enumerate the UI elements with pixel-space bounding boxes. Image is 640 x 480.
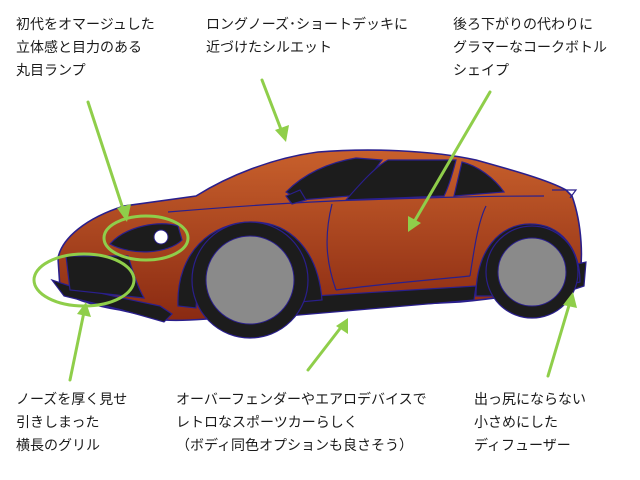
annotation-diffuser: 出っ尻にならない 小さめにした ディフューザー — [474, 392, 586, 454]
side-window — [344, 159, 457, 201]
diffuser-arrowhead — [563, 292, 577, 308]
silhouette-arrowhead — [275, 125, 289, 142]
diffuser-arrow-line — [546, 300, 572, 378]
fender-arrow-line — [306, 324, 344, 372]
annotation-coke-bottle-shape: 後ろ下がりの代わりに グラマーなコークボトル シェイプ — [453, 17, 607, 79]
fender-arrowhead — [336, 318, 348, 334]
front-wheel — [205, 235, 295, 325]
rear-fender-line — [469, 205, 487, 277]
shape-arrow-line — [412, 90, 492, 224]
side-mirror — [285, 189, 307, 205]
shape-arrowhead — [408, 216, 421, 232]
door-line — [326, 203, 337, 291]
silhouette-arrow-line — [260, 78, 284, 134]
door-sill-line — [335, 275, 471, 291]
annotation-grille: ノーズを厚く見せ 引きしまった 横長のグリル — [16, 392, 128, 454]
shoulder-line — [167, 195, 545, 213]
rear-spoiler — [552, 189, 578, 199]
grille-arrowhead — [77, 302, 91, 317]
rear-quarter-window — [453, 161, 506, 197]
headlamp-lens — [153, 229, 169, 245]
annotation-headlamp: 初代をオマージュした 立体感と目力のある 丸目ランプ — [16, 17, 155, 79]
grille-arrow-line — [68, 310, 86, 382]
headlamp-highlight-ring — [102, 214, 190, 262]
headlamp-arrow-line — [86, 100, 126, 214]
rear-wheel — [497, 237, 567, 307]
annotation-fender: オーバーフェンダーやエアロデバイスで レトロなスポーツカーらしく （ボディ同色オ… — [176, 392, 427, 454]
headlamp-arrowhead — [117, 204, 131, 222]
annotation-silhouette: ロングノーズ･ショートデッキに 近づけたシルエット — [206, 17, 409, 56]
